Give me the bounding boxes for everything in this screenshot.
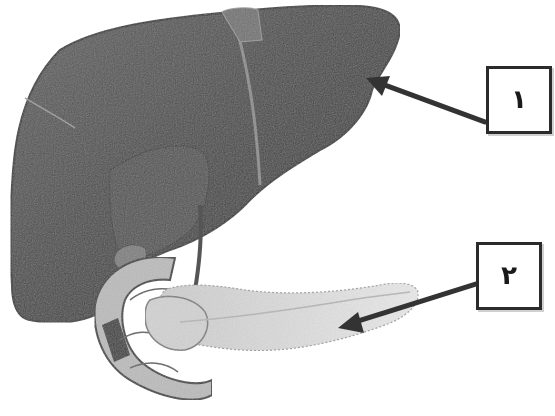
- liver-underside: [110, 146, 209, 262]
- label-2-text: ٢: [501, 261, 517, 291]
- pancreas-head: [145, 296, 208, 350]
- label-box-1: ١: [486, 66, 552, 134]
- label-box-2: ٢: [476, 242, 542, 310]
- pointer-arrow-1: [366, 76, 485, 122]
- liver: [11, 5, 400, 322]
- label-1-text: ١: [511, 85, 527, 115]
